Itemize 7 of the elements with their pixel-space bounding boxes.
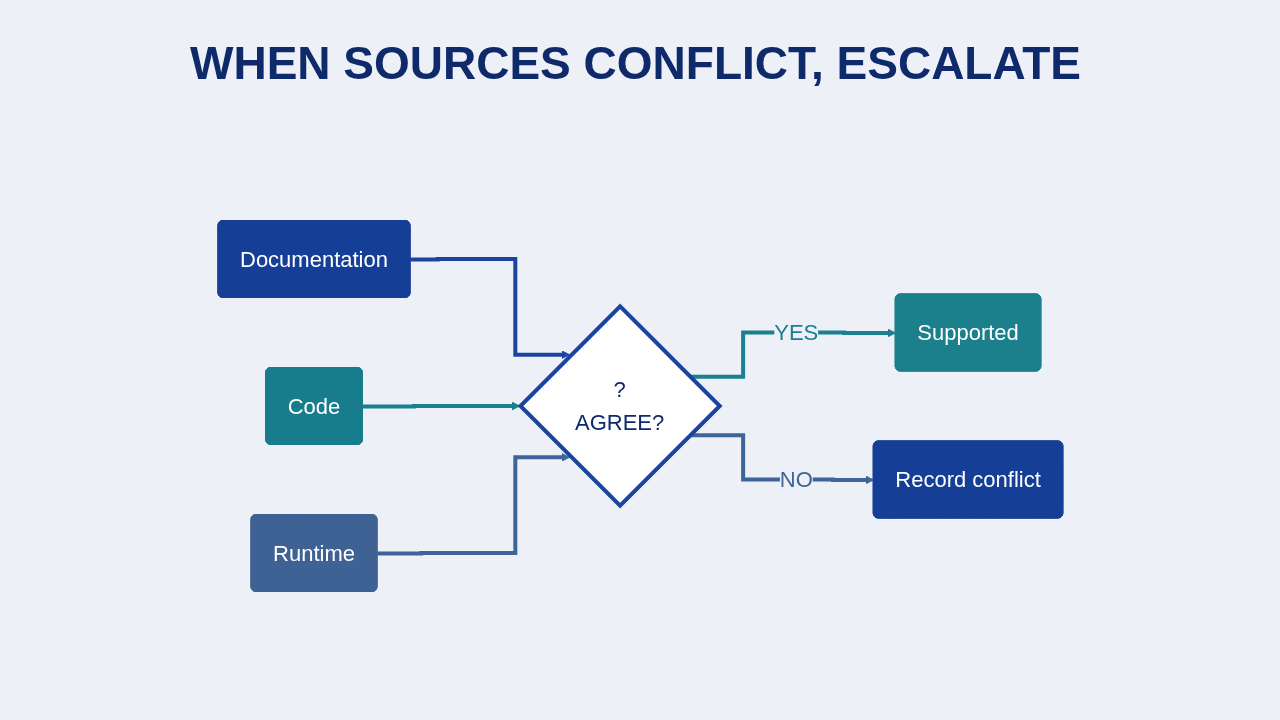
arrow xyxy=(377,452,570,556)
title: WHEN SOURCES CONFLICT, ESCALATE xyxy=(189,36,1083,91)
edge-label: YES xyxy=(773,320,818,345)
arrow xyxy=(362,401,520,411)
edge-label: NO xyxy=(779,467,813,492)
node-diamond: ? AGREE? xyxy=(517,303,723,509)
arrow xyxy=(410,257,570,360)
